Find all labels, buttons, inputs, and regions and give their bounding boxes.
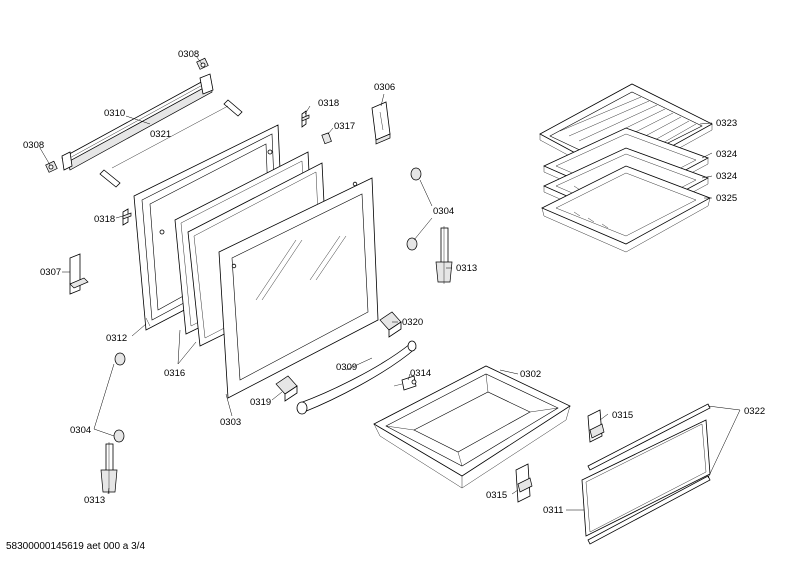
label-0312: 0312 bbox=[106, 333, 127, 344]
hinge-right bbox=[435, 226, 453, 284]
label-0307: 0307 bbox=[40, 267, 61, 278]
drawer-rail-right bbox=[587, 409, 605, 443]
label-0323: 0323 bbox=[716, 118, 737, 129]
document-reference: 58300000145619 aet 000 a 3/4 bbox=[6, 541, 146, 552]
storage-drawer bbox=[373, 365, 571, 489]
end-cap-left bbox=[45, 160, 58, 173]
door-top-trim bbox=[61, 73, 214, 171]
clip-left bbox=[122, 208, 132, 226]
label-0313-right: 0313 bbox=[456, 263, 477, 274]
outer-door-glass bbox=[218, 177, 379, 399]
label-0318-left: 0318 bbox=[94, 214, 115, 225]
bushing-right-upper bbox=[410, 167, 422, 181]
label-0310: 0310 bbox=[104, 108, 125, 119]
bracket-0307 bbox=[69, 253, 89, 295]
label-0317: 0317 bbox=[334, 121, 355, 132]
handle-bracket-left bbox=[275, 375, 298, 402]
hinge-rod-upper bbox=[223, 99, 243, 117]
hinge-cover bbox=[371, 101, 391, 145]
label-0321: 0321 bbox=[150, 129, 171, 140]
label-0303: 0303 bbox=[220, 417, 241, 428]
label-0319: 0319 bbox=[250, 397, 271, 408]
latch-0314 bbox=[393, 375, 417, 391]
drawer-rail-bottom bbox=[515, 463, 533, 503]
label-0302: 0302 bbox=[520, 369, 541, 380]
bushing-left-lower bbox=[113, 429, 125, 443]
label-0306: 0306 bbox=[374, 82, 395, 93]
clip-top bbox=[301, 110, 310, 128]
label-0316: 0316 bbox=[164, 368, 185, 379]
hinge-rod-lower bbox=[99, 169, 121, 188]
label-0315-right: 0315 bbox=[612, 410, 633, 421]
screw bbox=[321, 132, 332, 145]
hinge-left bbox=[100, 442, 118, 494]
label-0308-left: 0308 bbox=[23, 140, 44, 151]
drawer-gasket-upper bbox=[587, 403, 711, 471]
label-0309: 0309 bbox=[336, 362, 357, 373]
label-0325: 0325 bbox=[716, 193, 737, 204]
label-0318-top: 0318 bbox=[318, 98, 339, 109]
label-0324-b: 0324 bbox=[716, 171, 737, 182]
bushing-left-upper bbox=[114, 352, 126, 366]
label-0315-bottom: 0315 bbox=[486, 490, 507, 501]
label-0322: 0322 bbox=[744, 406, 765, 417]
label-0304-left: 0304 bbox=[70, 425, 91, 436]
door-handle bbox=[296, 340, 417, 415]
handle-bracket-right bbox=[379, 311, 402, 338]
label-0313-left: 0313 bbox=[84, 495, 105, 506]
label-0304-right: 0304 bbox=[433, 206, 454, 217]
label-0314: 0314 bbox=[410, 368, 431, 379]
label-0308-top: 0308 bbox=[178, 49, 199, 60]
drawer-gasket-lower bbox=[587, 475, 711, 545]
label-0324-a: 0324 bbox=[716, 149, 737, 160]
label-0320: 0320 bbox=[402, 317, 423, 328]
bushing-right-lower bbox=[406, 237, 418, 251]
leader-lines bbox=[39, 55, 741, 511]
label-0311: 0311 bbox=[543, 505, 563, 516]
